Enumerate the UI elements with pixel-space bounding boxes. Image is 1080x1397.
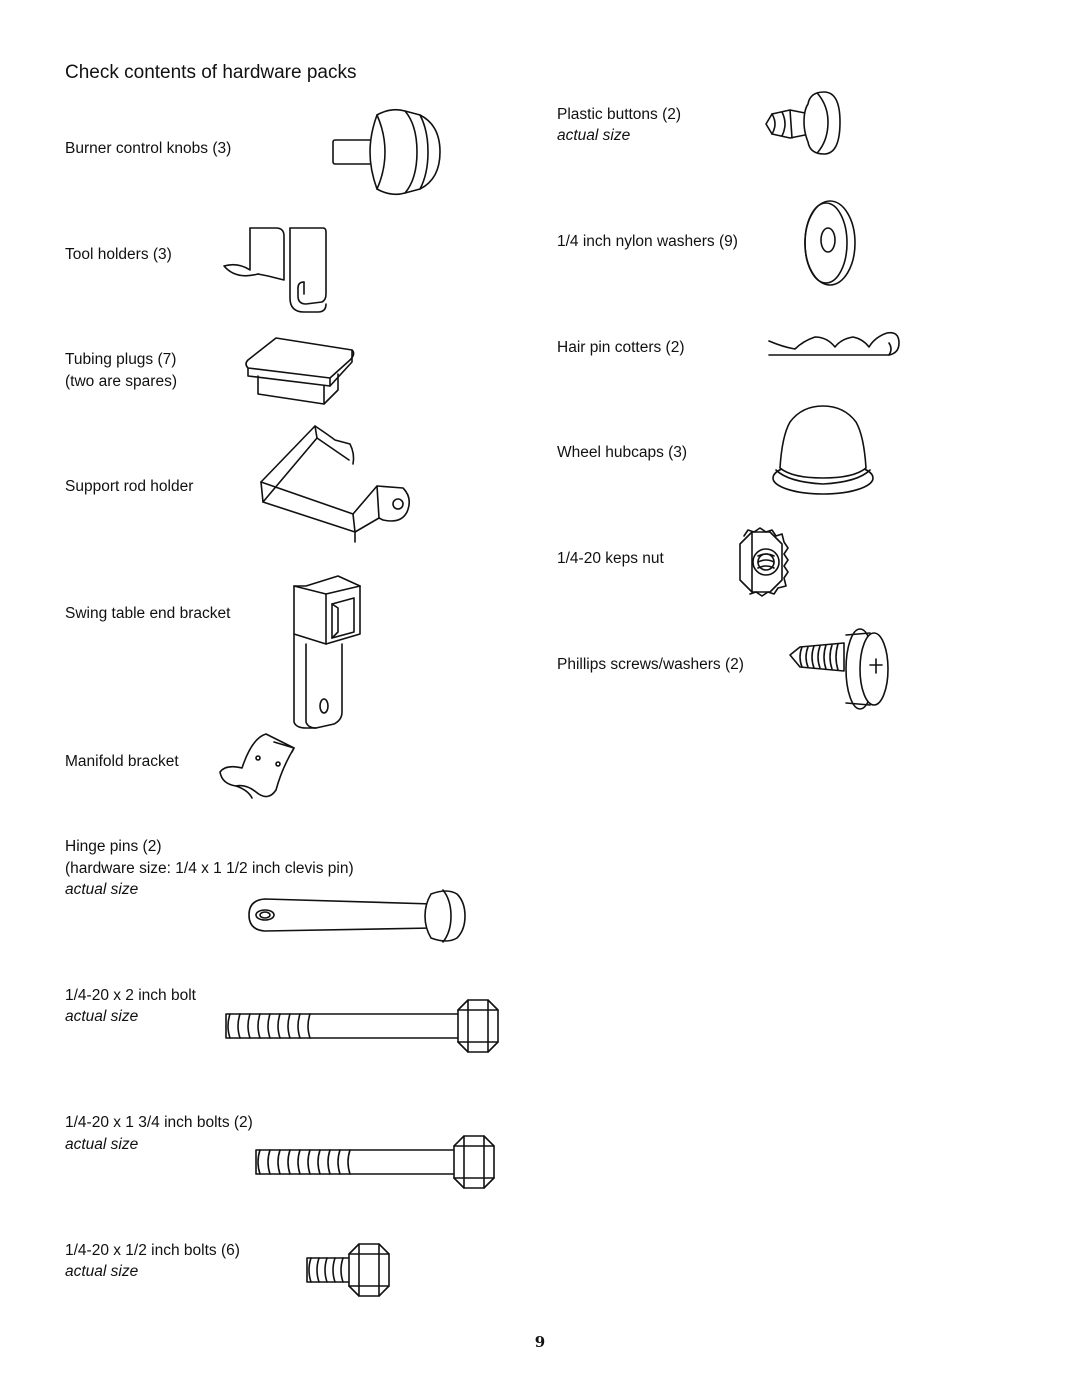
phillips-screw-illustration — [789, 628, 889, 710]
phillips-screws-label: Phillips screws/washers (2) — [557, 656, 744, 673]
support-rod-holder-label: Support rod holder — [65, 478, 194, 495]
bolt-2in-illustration — [225, 999, 499, 1053]
bolt-2in-label: 1/4-20 x 2 inch bolt — [65, 987, 196, 1004]
page-title: Check contents of hardware packs — [65, 62, 357, 83]
keps-nut-label: 1/4-20 keps nut — [557, 550, 664, 567]
bolt-half-in-label: 1/4-20 x 1/2 inch bolts (6) — [65, 1242, 240, 1259]
hinge-pins-scale: actual size — [65, 881, 139, 898]
tubing-plugs-note: (two are spares) — [65, 373, 177, 390]
swing-table-bracket-label: Swing table end bracket — [65, 605, 231, 622]
hair-pin-cotter-illustration — [768, 331, 900, 356]
tool-holder-illustration — [223, 227, 327, 313]
tubing-plugs-label: Tubing plugs (7) — [65, 351, 177, 368]
hair-pin-cotters-label: Hair pin cotters (2) — [557, 339, 685, 356]
burner-knobs-label: Burner control knobs (3) — [65, 140, 232, 157]
swing-table-end-bracket-illustration — [293, 575, 361, 729]
bolt-134in-label: 1/4-20 x 1 3/4 inch bolts (2) — [65, 1114, 253, 1131]
tool-holders-label: Tool holders (3) — [65, 246, 172, 263]
burner-knob-illustration — [332, 108, 441, 196]
keps-nut-illustration — [739, 527, 789, 597]
bolt-134in-scale: actual size — [65, 1136, 139, 1153]
manifold-bracket-label: Manifold bracket — [65, 753, 179, 770]
tubing-plug-illustration — [245, 337, 355, 405]
hinge-pin-illustration — [248, 889, 466, 943]
plastic-buttons-label: Plastic buttons (2) — [557, 106, 682, 123]
bolt-2in-scale: actual size — [65, 1008, 139, 1025]
nylon-washer-illustration — [804, 200, 856, 286]
plastic-buttons-scale: actual size — [557, 127, 631, 144]
wheel-hubcap-illustration — [772, 405, 874, 495]
page-number: 9 — [534, 1333, 546, 1351]
bolt-half-in-scale: actual size — [65, 1263, 139, 1280]
hinge-pins-label: Hinge pins (2) — [65, 838, 162, 855]
wheel-hubcaps-label: Wheel hubcaps (3) — [557, 444, 688, 461]
manifold-bracket-illustration — [219, 733, 295, 799]
hinge-pins-note: (hardware size: 1/4 x 1 1/2 inch clevis … — [65, 860, 354, 877]
bolt-half-in-illustration — [306, 1243, 390, 1297]
bolt-134in-illustration — [255, 1135, 495, 1189]
nylon-washers-label: 1/4 inch nylon washers (9) — [557, 233, 738, 250]
plastic-button-illustration — [765, 91, 841, 155]
support-rod-holder-illustration — [260, 425, 411, 543]
